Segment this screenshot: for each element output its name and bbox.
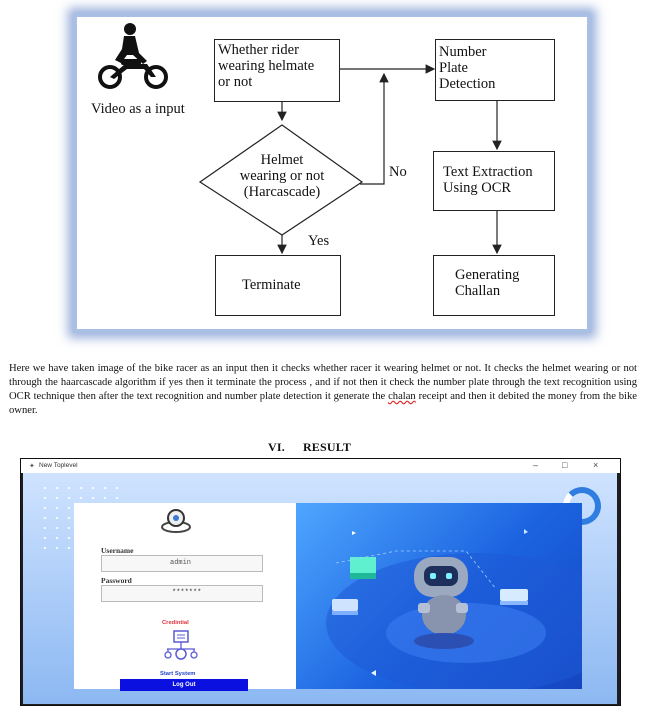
minimize-button[interactable]: – [533,460,539,470]
helmet-check-line-2: wearing helmate [218,58,315,74]
credential-text: Credintial [162,620,189,626]
password-label: Password [101,576,132,585]
network-system-icon[interactable] [164,629,198,665]
challan-line-2: Challan [455,283,501,299]
password-input[interactable]: ******* [101,585,263,602]
floating-green-cube-icon [350,557,376,575]
password-value: ******* [172,589,202,597]
illustration-panel [296,503,582,689]
challan-box: Generating Challan [433,255,555,316]
misspelled-word: chalan [388,391,416,402]
section-title: RESULT [302,440,352,454]
paragraph-text-2: receipt and then it debited the money fr… [9,391,638,416]
text-extraction-line-1: Text Extraction [443,164,533,180]
username-input[interactable]: admin [101,555,263,572]
no-label: No [389,164,407,180]
challan-line-1: Generating [455,267,520,283]
yes-label: Yes [308,233,330,249]
username-value: admin [170,559,192,567]
video-input-label: Video as a input [91,101,185,117]
decision-line-2: wearing or not [239,168,325,184]
window-title: New Toplevel [39,462,78,469]
username-label: Username [101,546,134,555]
terminate-box: Terminate [215,255,341,316]
number-plate-box: Number Plate Detection [435,39,555,101]
robot-illustration [326,529,582,689]
logout-button[interactable]: Log Out [120,679,248,691]
text-extraction-line-2: Using OCR [443,180,512,196]
paragraph-text-1: Here we have taken image of the bike rac… [9,363,637,402]
description-paragraph: Here we have taken image of the bike rac… [9,362,637,418]
section-heading: VI. RESULT [268,440,369,455]
helmet-check-line-3: or not [218,74,253,90]
start-system-link[interactable]: Start System [160,671,196,677]
decision-line-3: (Harcascade) [243,184,321,200]
section-number: VI. [268,440,285,454]
app-background: Username admin Password ******* Credinti… [23,473,617,704]
maximize-button[interactable]: □ [562,460,568,470]
terminate-text: Terminate [242,277,301,293]
motorbike-rider-icon [98,23,168,89]
login-panel: Username admin Password ******* Credinti… [74,503,296,691]
decision-line-1: Helmet [260,152,304,168]
decision-diamond [198,124,364,236]
number-plate-line-3: Detection [439,76,496,92]
flowchart-connectors [98,23,502,255]
decision-text: Helmet wearing or not (Harcascade) [222,152,342,200]
floating-cube-icon [332,599,358,611]
feather-icon: ✦ [29,463,35,470]
no-loop-arrow [360,72,389,185]
window-titlebar: ✦ New Toplevel – □ × [21,459,620,473]
flowchart-figure: Video as a input Whether rider wearing h… [73,13,591,333]
helmet-check-box: Whether rider wearing helmate or not [214,39,340,102]
user-security-icon [161,509,191,533]
number-plate-line-1: Number [439,44,487,60]
close-button[interactable]: × [593,460,599,470]
helmet-check-line-1: Whether rider [218,42,299,58]
text-extraction-box: Text Extraction Using OCR [433,151,555,211]
app-screenshot: ✦ New Toplevel – □ × Username admin Pass… [20,458,621,706]
number-plate-line-2: Plate [439,60,468,76]
